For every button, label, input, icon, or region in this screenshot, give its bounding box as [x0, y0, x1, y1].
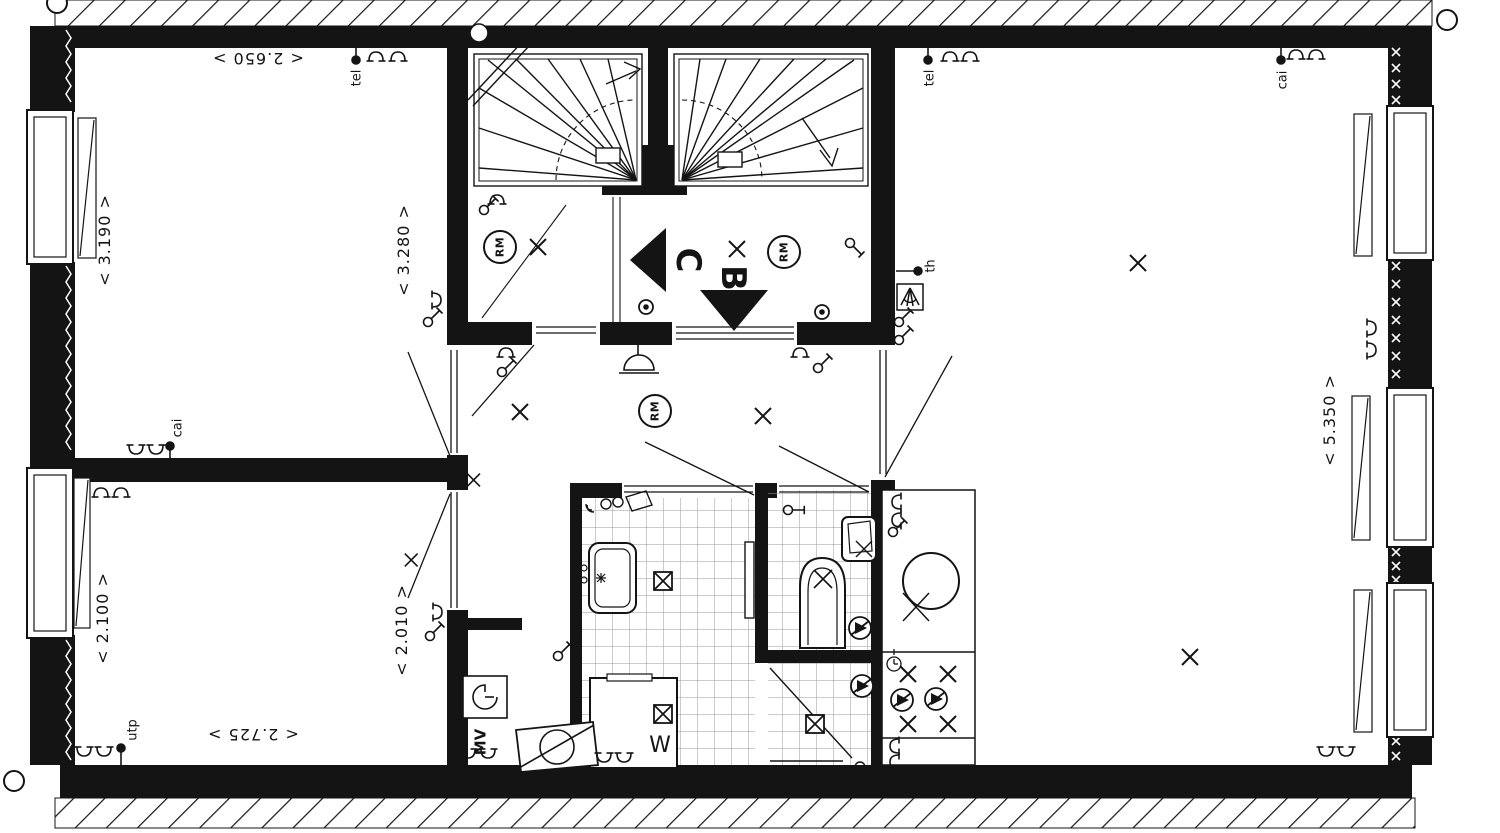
outlet-label-tel-living: tel: [922, 69, 938, 87]
dim-stairwell-depth: < 3.280 >: [394, 204, 413, 296]
dim-living-depth: < 5.350 >: [1320, 374, 1339, 466]
windows: [26, 105, 1434, 738]
stair-down-arrow: [801, 117, 839, 168]
walls: [30, 26, 1432, 798]
grid-bubbles: [3, 0, 1458, 792]
washbasin: [466, 472, 637, 614]
section-arrow-c: [630, 228, 666, 292]
smoke-detector-label-1: RM: [493, 236, 507, 258]
hall-wall-lamp: [619, 345, 659, 374]
doors: [407, 326, 953, 608]
staircase: [467, 23, 869, 322]
mech-vent-label: MV: [471, 728, 490, 756]
mv-unit: [514, 721, 600, 773]
outlet-label-utp: utp: [125, 719, 141, 741]
door-toilet: [778, 445, 870, 493]
fixtures: [466, 472, 976, 773]
smoke-detector-label-3: RM: [648, 400, 662, 422]
stair-handrail: [467, 23, 530, 107]
thermostat-assembly: [893, 266, 924, 346]
outlet-label-cai-bedroom1: cai: [170, 418, 186, 438]
party-wall-hatch: [54, 0, 1433, 829]
window-bedroom2: [26, 467, 91, 639]
thermostat-label: th: [923, 259, 939, 273]
section-label-b: B: [713, 265, 753, 291]
toilet: [799, 556, 846, 649]
dim-bedroom1-depth: < 3.190 >: [95, 194, 114, 286]
section-markers: [630, 228, 768, 331]
smoke-detector-label-2: RM: [777, 241, 791, 263]
stair-up-arrow: [605, 61, 642, 85]
dim-bedroom2-depth: < 2.100 >: [93, 572, 112, 664]
window-living-3: [1353, 582, 1434, 738]
dim-closet-width: < 2.010 >: [392, 584, 411, 676]
meter-glyph: [472, 684, 498, 710]
window-bedroom1: [26, 109, 97, 265]
smoke-detectors: [483, 230, 801, 428]
window-living-1: [1353, 105, 1434, 261]
door-bedroom1: [407, 350, 458, 457]
wall-light-icon: [896, 283, 924, 311]
door-stair-closet: [471, 326, 596, 417]
dim-bedroom1-width: < 2.650 >: [212, 49, 304, 68]
stair-balustrade: [481, 197, 621, 322]
clock-icon: [886, 649, 902, 672]
boiler-icon: [902, 552, 960, 622]
door-bathroom: [624, 441, 755, 496]
washer-label: W: [649, 733, 671, 758]
radiator: [744, 541, 755, 619]
electrical: [73, 48, 1377, 773]
window-living-2: [1351, 387, 1434, 548]
stair-flight-right: [681, 58, 864, 181]
insulation-zigzag: [65, 29, 72, 761]
mv-closet: [404, 552, 600, 773]
boiler-closet: [881, 489, 976, 766]
section-arrow-b: [700, 290, 768, 331]
dim-bedroom2-width: < 2.725 >: [207, 725, 299, 744]
vent-valve-shower: [850, 674, 874, 698]
hand-basin: [841, 516, 877, 562]
outlet-label-tel-bedroom1: tel: [349, 69, 365, 87]
vent-valve-toilet: [848, 616, 872, 640]
door-bedroom2: [407, 492, 458, 608]
outlet-label-cai-living: cai: [1275, 70, 1291, 90]
door-living: [879, 350, 953, 478]
faucet-icon: [596, 573, 606, 583]
shower: [769, 667, 866, 773]
section-label-c: C: [668, 247, 708, 273]
washer-tap-icon: [585, 490, 653, 512]
